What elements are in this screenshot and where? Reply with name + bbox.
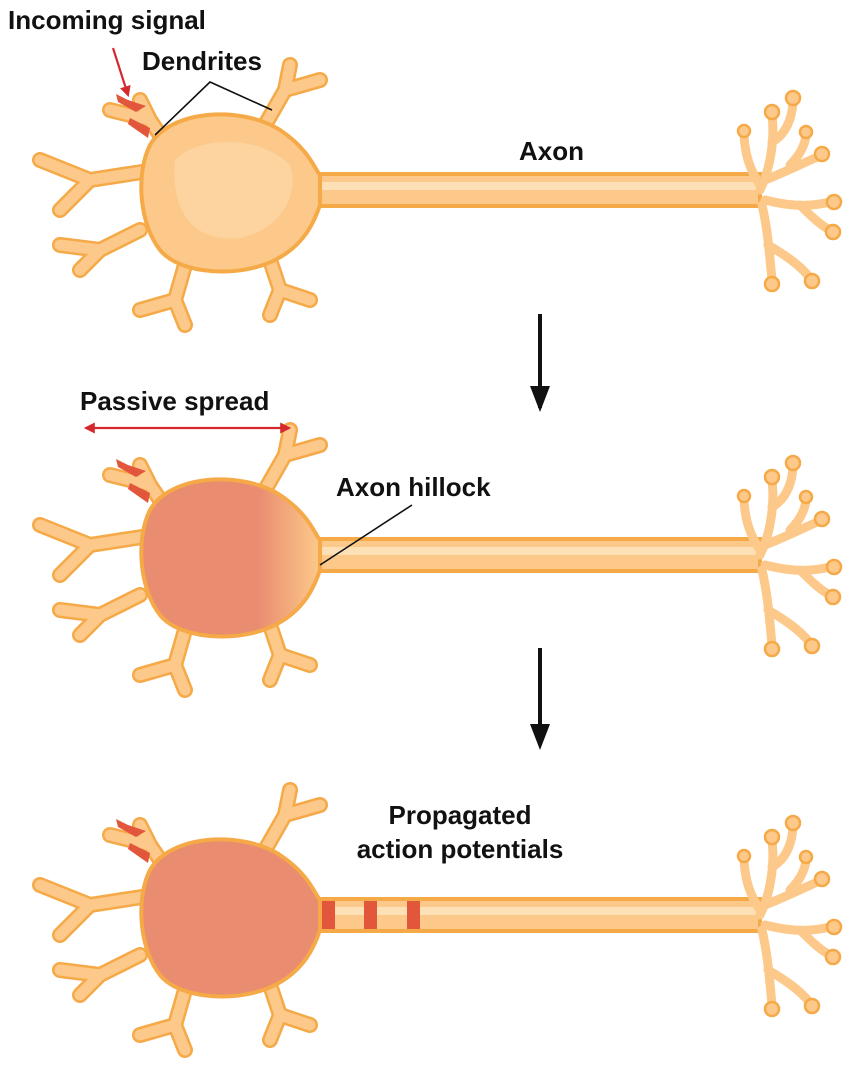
action-potential-segment	[364, 901, 377, 929]
passive-spread-label: Passive spread	[80, 386, 270, 416]
action-potential-segment	[407, 901, 420, 929]
propagated-label-line2: action potentials	[356, 834, 564, 864]
incoming-signal-label: Incoming signal	[8, 5, 206, 35]
dendrites-pointer	[154, 81, 273, 136]
action-potential-segment	[322, 901, 335, 929]
dendrites-label: Dendrites	[142, 46, 262, 76]
incoming-signal-spot	[116, 94, 146, 112]
neuron-passive-spread	[40, 430, 841, 690]
neuron-resting	[40, 65, 841, 325]
propagated-label-line1: Propagated	[388, 800, 532, 830]
axon-hillock-pointer	[319, 504, 413, 566]
axon-hillock-label: Axon hillock	[336, 472, 491, 502]
incoming-signal-arrow	[111, 47, 131, 98]
axon-label: Axon	[519, 136, 584, 166]
neuron-propagation	[40, 790, 841, 1050]
